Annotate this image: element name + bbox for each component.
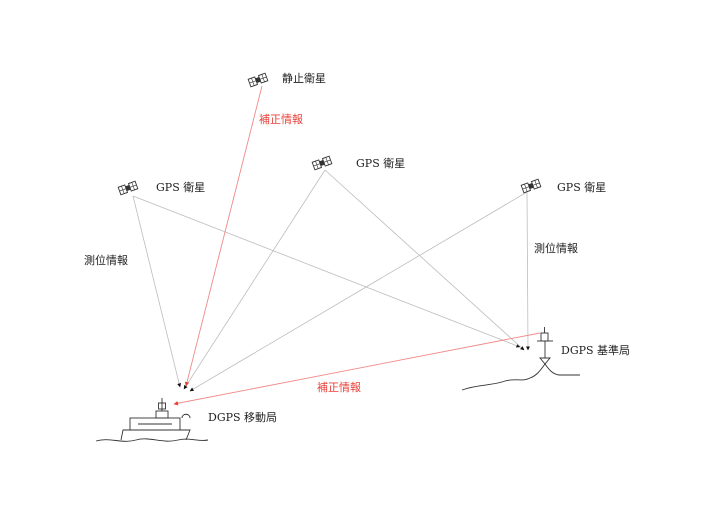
signal-lines bbox=[132, 169, 530, 392]
gps-satellite-center-label: GPS 衛星 bbox=[356, 157, 406, 170]
gps-satellite-right-label: GPS 衛星 bbox=[557, 181, 607, 194]
signal-line-right-to-base bbox=[525, 191, 530, 351]
satellite-gps-left-icon bbox=[117, 180, 139, 196]
geo-satellite-label: 静止衛星 bbox=[282, 72, 326, 85]
dgps-base-station-label: DGPS 基準局 bbox=[561, 344, 631, 357]
correction-line-geo-to-mobile bbox=[184, 85, 263, 387]
correction-lines bbox=[173, 85, 541, 406]
satellite-geo-icon bbox=[247, 72, 269, 88]
positioning-info-label-right: 測位情報 bbox=[534, 242, 578, 255]
mobile-station-ship-icon bbox=[95, 398, 209, 442]
dgps-mobile-station-label: DGPS 移動局 bbox=[208, 411, 278, 424]
positioning-info-label-left: 測位情報 bbox=[84, 254, 128, 267]
signal-line-center-to-base bbox=[324, 169, 525, 351]
correction-line-base-to-mobile bbox=[173, 332, 541, 406]
signal-line-left-to-mobile bbox=[132, 195, 182, 388]
gps-satellite-left-label: GPS 衛星 bbox=[156, 181, 206, 194]
satellite-gps-center-icon bbox=[311, 155, 333, 171]
signal-line-center-to-mobile bbox=[183, 169, 326, 390]
signal-line-left-to-base bbox=[132, 195, 521, 348]
satellite-gps-right-icon bbox=[520, 178, 542, 194]
signal-line-right-to-mobile bbox=[189, 191, 528, 392]
base-station-icon bbox=[461, 327, 580, 391]
correction-info-label-bottom: 補正情報 bbox=[317, 381, 361, 394]
correction-info-label-top: 補正情報 bbox=[259, 113, 303, 126]
